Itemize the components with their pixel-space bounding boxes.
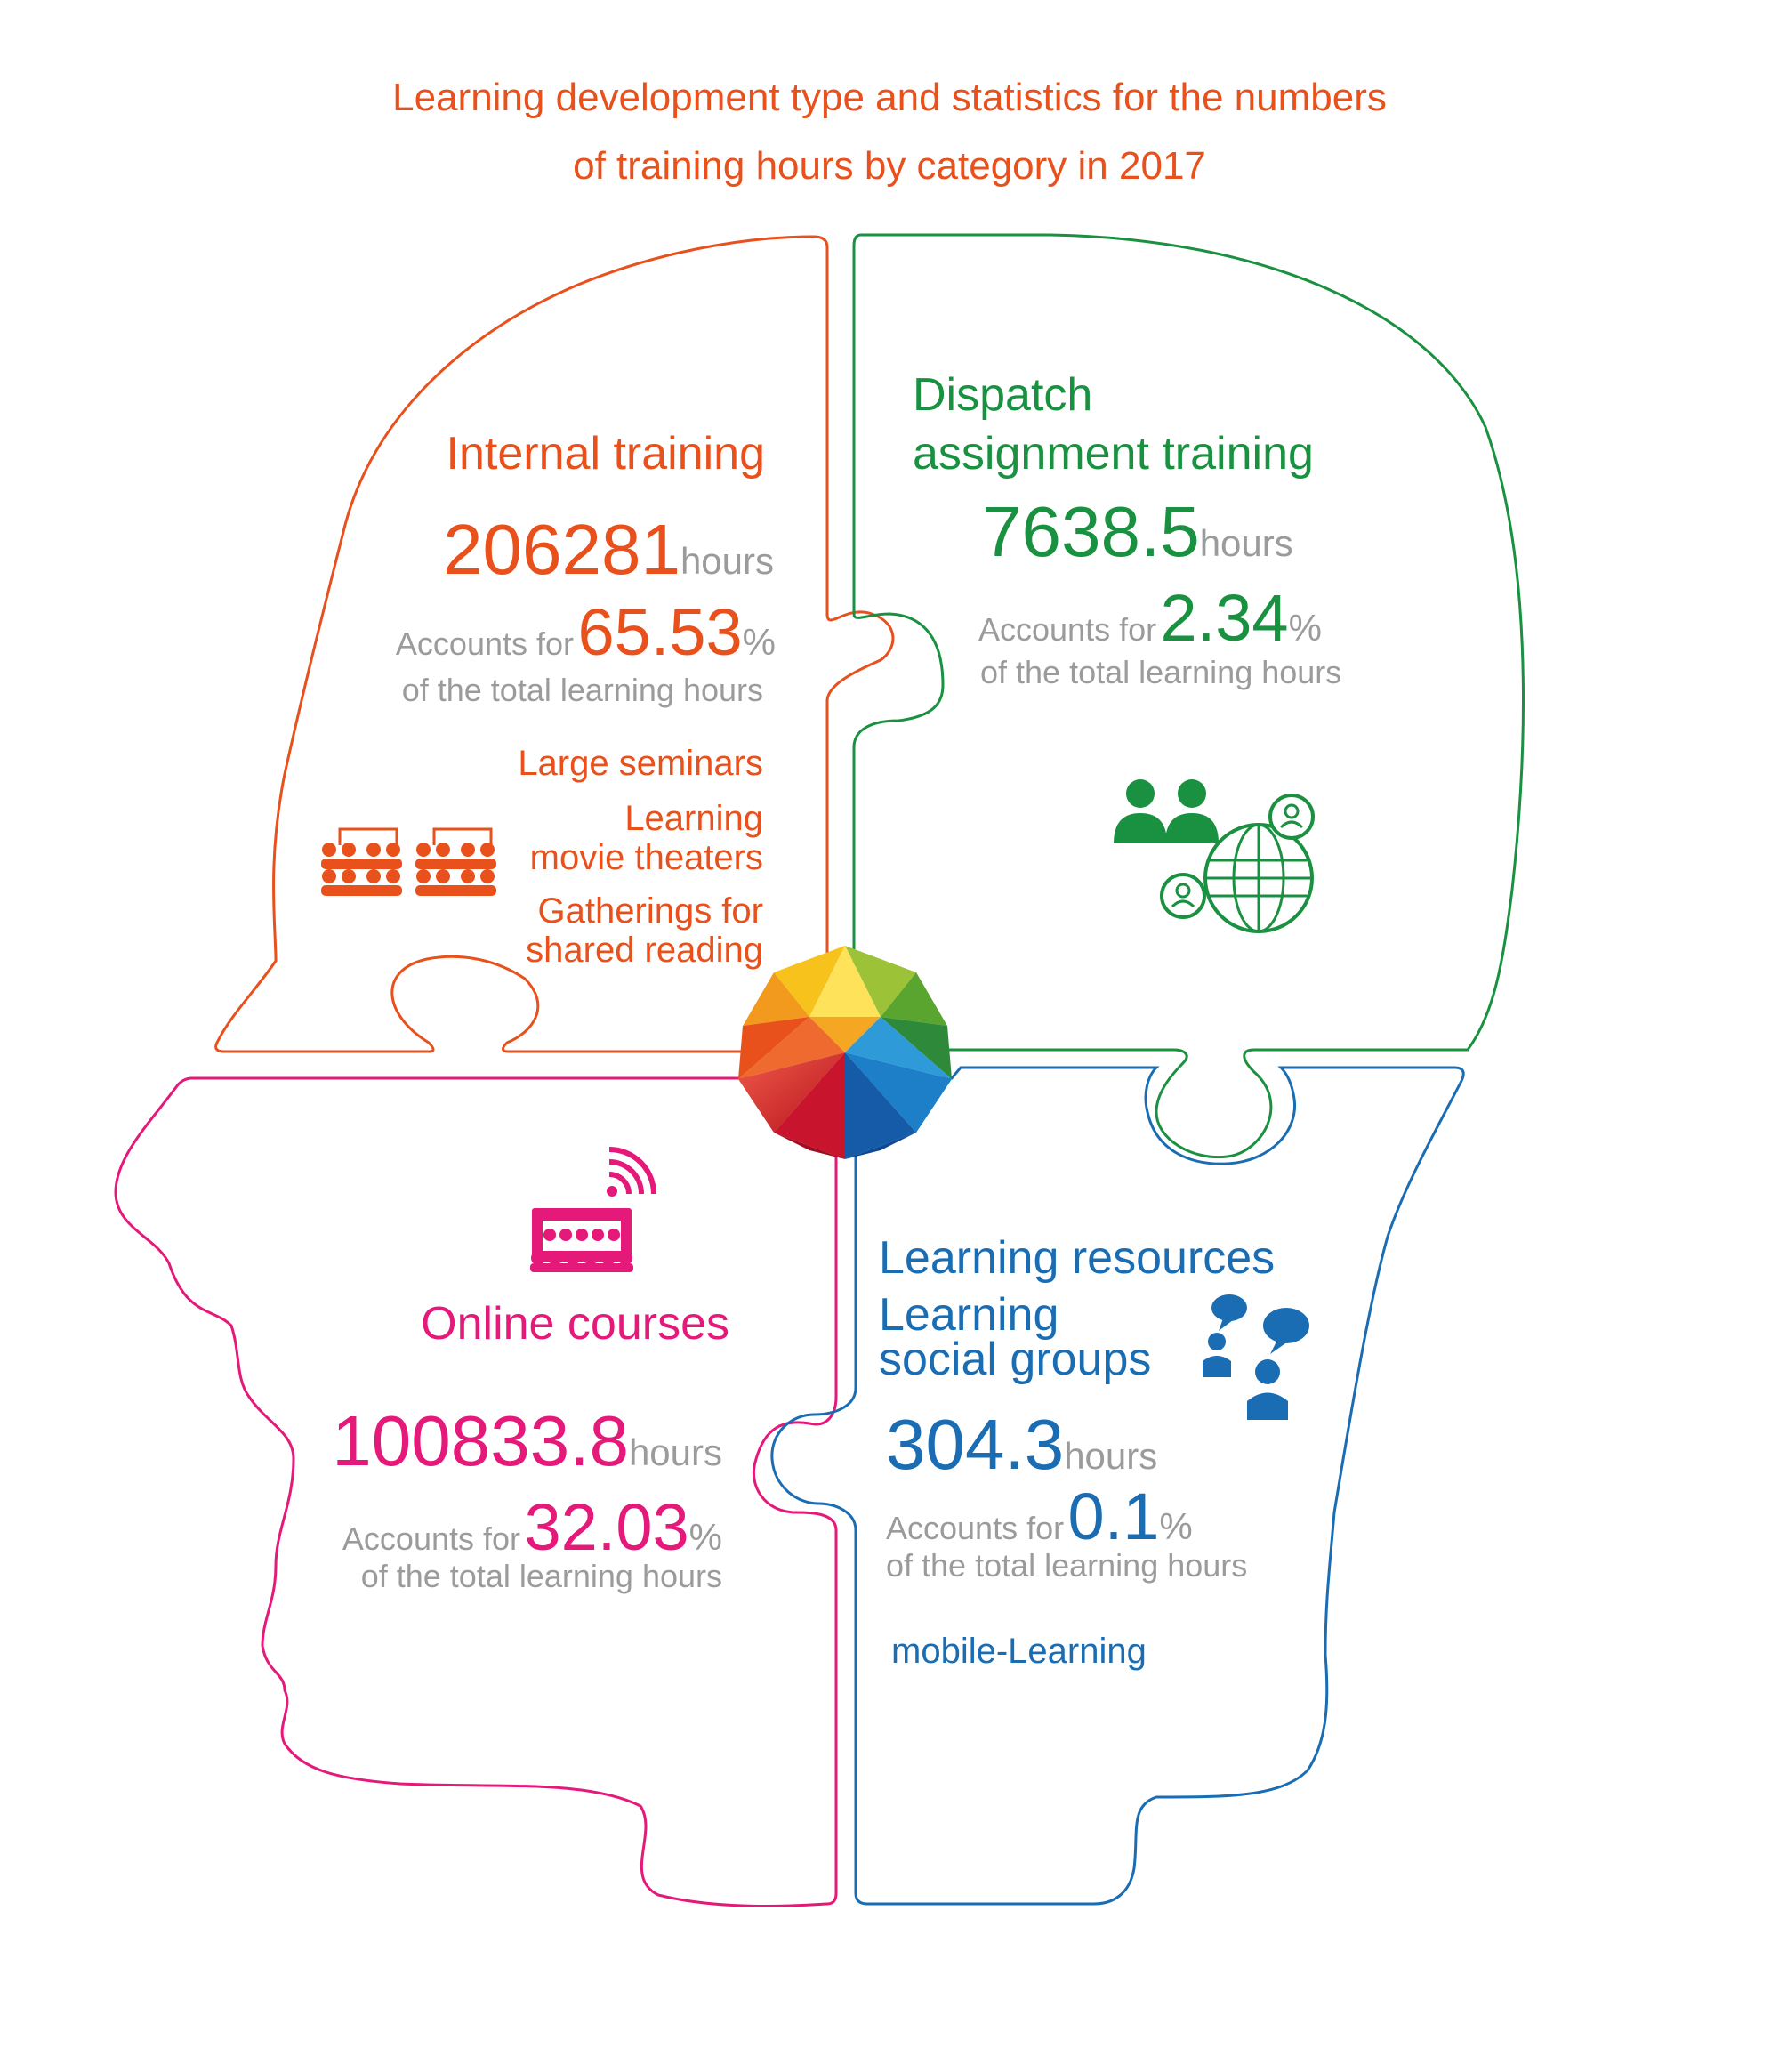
online-percent-value: 32.03: [524, 1490, 689, 1564]
polyhedron-ball-icon: [738, 946, 952, 1159]
chart-title-line-2: of training hours by category in 2017: [573, 144, 1206, 188]
global-people-icon: [1114, 779, 1315, 933]
online-hours-value: 100833.8: [332, 1401, 629, 1480]
online-classroom-icon: [530, 1147, 656, 1272]
resources-percent-value: 0.1: [1067, 1479, 1160, 1553]
online-hours-unit: hours: [628, 1431, 722, 1473]
dispatch-percent-value: 2.34: [1160, 581, 1289, 655]
online-accounts-for: Accounts for: [342, 1520, 520, 1557]
internal-of-total: of the total learning hours: [401, 672, 763, 708]
dispatch-hours: 7638.5hours: [982, 496, 1293, 568]
internal-training-hours: 206281hours: [443, 514, 774, 585]
dispatch-of-total: of the total learning hours: [980, 654, 1342, 690]
internal-item-movie-theaters: movie theaters: [529, 838, 763, 877]
online-courses-share: Accounts for 32.03%: [342, 1495, 722, 1560]
audience-seating-icon: [321, 827, 496, 896]
online-courses-piece: [114, 1076, 838, 1907]
internal-item-learning: Learning: [624, 799, 763, 838]
internal-percent-value: 65.53: [577, 595, 743, 669]
online-percent-sign: %: [688, 1516, 722, 1558]
chat-people-icon: [1203, 1294, 1309, 1420]
resources-of-total: of the total learning hours: [886, 1547, 1248, 1584]
internal-training-share: Accounts for 65.53%: [396, 600, 776, 665]
resources-heading-line-1: Learning resources: [879, 1232, 1276, 1284]
resources-accounts-for: Accounts for: [886, 1510, 1065, 1546]
resources-mobile-learning: mobile-Learning: [891, 1632, 1147, 1671]
resources-hours: 304.3hours: [886, 1409, 1157, 1480]
online-courses-heading: Online courses: [421, 1298, 729, 1350]
resources-hours-unit: hours: [1064, 1435, 1158, 1477]
dispatch-heading-line-1: Dispatch: [913, 369, 1093, 421]
dispatch-hours-value: 7638.5: [982, 492, 1200, 571]
resources-hours-value: 304.3: [886, 1405, 1065, 1484]
dispatch-heading-line-2: assignment training: [913, 428, 1314, 480]
internal-accounts-for: Accounts for: [395, 625, 574, 662]
resources-heading-line-3: social groups: [879, 1334, 1152, 1385]
resources-percent-sign: %: [1159, 1505, 1193, 1547]
dispatch-percent-sign: %: [1288, 607, 1322, 649]
dispatch-share: Accounts for 2.34%: [978, 585, 1322, 651]
dispatch-hours-unit: hours: [1199, 522, 1293, 564]
internal-item-gatherings-for: Gatherings for: [537, 891, 763, 931]
internal-training-piece: [214, 235, 895, 1053]
online-courses-hours: 100833.8hours: [332, 1406, 722, 1477]
internal-item-large-seminars: Large seminars: [518, 744, 763, 783]
online-of-total: of the total learning hours: [360, 1558, 722, 1594]
resources-share: Accounts for 0.1%: [886, 1484, 1193, 1550]
internal-percent-sign: %: [742, 621, 776, 663]
internal-training-heading: Internal training: [446, 428, 765, 480]
internal-hours-unit: hours: [680, 540, 774, 582]
internal-hours-value: 206281: [442, 510, 680, 589]
internal-item-shared-reading: shared reading: [526, 931, 763, 970]
resources-heading-line-2: Learning: [879, 1289, 1059, 1341]
dispatch-piece: [852, 233, 1525, 1159]
dispatch-accounts-for: Accounts for: [978, 611, 1157, 648]
chart-title-line-1: Learning development type and statistics…: [392, 76, 1387, 119]
learning-resources-piece: [770, 1066, 1465, 1906]
